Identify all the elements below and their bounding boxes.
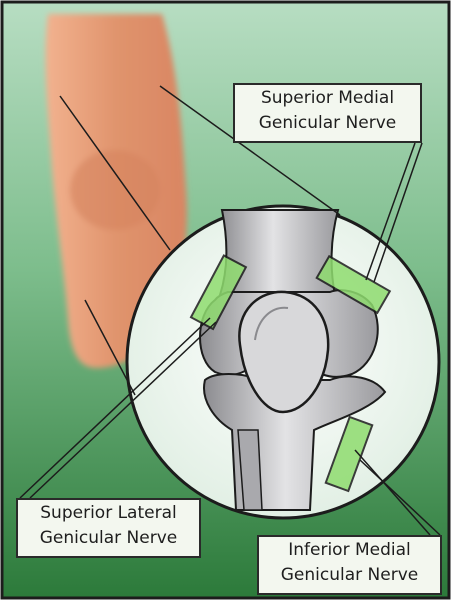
superior-lateral-label: Superior Lateral Genicular Nerve (16, 498, 201, 558)
inferior-medial-line2: Genicular Nerve (263, 563, 436, 588)
superior-lateral-line1: Superior Lateral (22, 501, 195, 526)
superior-medial-line1: Superior Medial (239, 86, 416, 111)
inferior-medial-line1: Inferior Medial (263, 538, 436, 563)
inferior-medial-label: Inferior Medial Genicular Nerve (257, 535, 442, 595)
superior-lateral-line2: Genicular Nerve (22, 526, 195, 551)
superior-medial-label: Superior Medial Genicular Nerve (233, 83, 422, 143)
superior-medial-line2: Genicular Nerve (239, 111, 416, 136)
